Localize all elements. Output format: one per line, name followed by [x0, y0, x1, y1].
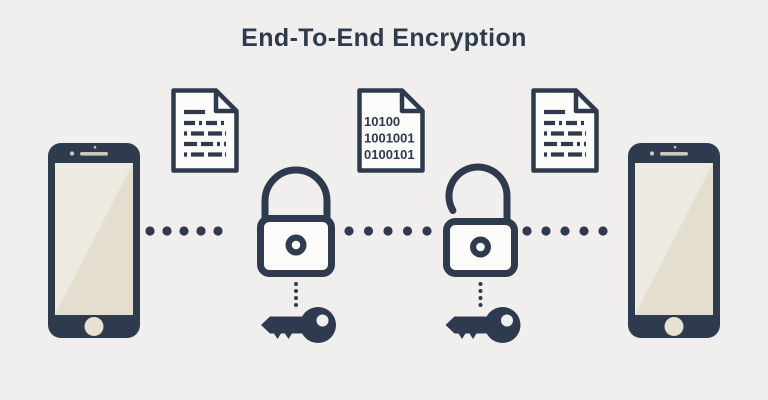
- binary-line-1: 10100: [364, 114, 400, 129]
- dotted-drop-right: [478, 282, 483, 307]
- text-document-icon-right: [534, 91, 597, 171]
- diagram-title: End-To-End Encryption: [241, 24, 527, 52]
- text-document-icon-left: [174, 91, 237, 171]
- dotted-line-center: [344, 226, 432, 236]
- padlock-locked-icon: [257, 166, 335, 277]
- key-icon-right: [445, 307, 521, 343]
- padlock-unlocked-icon: [443, 163, 518, 277]
- dotted-line-left: [145, 226, 223, 236]
- binary-line-2: 1001001: [364, 131, 415, 146]
- binary-document-icon: 10100 1001001 0100101: [357, 88, 425, 173]
- dotted-drop-left: [294, 282, 298, 307]
- key-icon-left: [261, 307, 336, 343]
- dotted-line-right: [522, 226, 608, 236]
- smartphone-icon-left: [48, 143, 140, 338]
- smartphone-icon-right: [628, 143, 720, 338]
- binary-line-3: 0100101: [364, 147, 415, 162]
